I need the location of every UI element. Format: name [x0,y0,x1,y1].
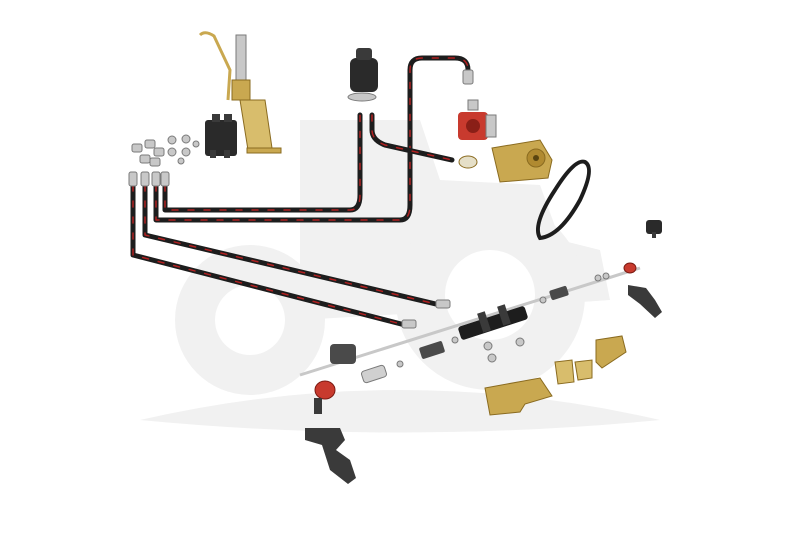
hydraulic-hoses [130,55,471,328]
oil-reservoir-icon [347,48,378,102]
pump-icon [458,99,497,169]
valve-block-icon [205,114,237,158]
control-valve-assembly [198,31,282,154]
pump-bracket-icon [491,139,553,183]
steering-cylinder-icon [299,266,641,377]
tie-rod-end-left-icon [314,380,336,414]
tractor-watermark-icon [140,120,660,433]
fitting-set [131,134,200,167]
hose-fittings [128,69,474,329]
washers [396,272,610,368]
coupling-icon [330,344,387,384]
tie-rod-end-right-icon [623,262,637,274]
steering-arm-right-icon [628,285,662,318]
steering-arm-left-icon [305,428,356,484]
mounting-bracket-icon [484,335,627,416]
v-belt-icon [535,159,591,241]
bushing-icon [646,220,662,238]
